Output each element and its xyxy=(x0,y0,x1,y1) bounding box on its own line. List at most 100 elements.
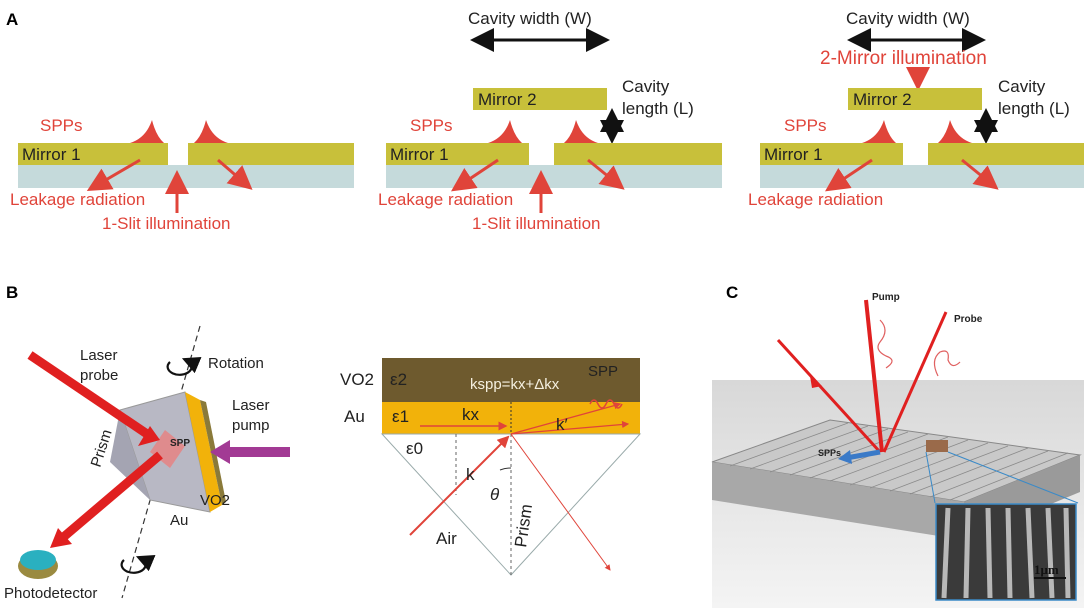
probe-beam-in-head xyxy=(138,426,160,446)
spp-arrow-head xyxy=(838,450,852,464)
panel-a-diagram-3: Cavity width (W) 2-Mirror illumination M… xyxy=(748,9,1084,209)
leakage-arrow-right xyxy=(961,158,999,190)
spp-field-left xyxy=(488,120,522,143)
scale-label: 1μm xyxy=(1034,562,1059,577)
pump-reflected-beam xyxy=(776,338,882,454)
zoom-line-left xyxy=(925,451,936,504)
vo2-layer xyxy=(382,358,640,402)
laser-probe-label-1: Laser xyxy=(80,347,118,364)
reflected-arrowhead xyxy=(810,376,822,388)
eps1-label: ε1 xyxy=(392,407,409,426)
vo2-label: VO2 xyxy=(200,492,230,509)
air-label: Air xyxy=(436,529,457,548)
panel-b-right-diagram: VO2 ε2 kspp=kx+Δkx SPP Au ε1 kx k′ ε0 k … xyxy=(340,358,642,576)
mirror-1-right xyxy=(554,143,722,165)
grating-lines xyxy=(729,422,1069,501)
kx-label: kx xyxy=(462,405,480,424)
probe-beam-out-head xyxy=(50,528,72,548)
pump-pulse xyxy=(877,319,893,369)
cavity-width-label: Cavity width (W) xyxy=(846,9,970,28)
kspp-label: kspp=kx+Δkx xyxy=(470,376,560,393)
zoom-line-right xyxy=(947,451,1079,504)
incident-k xyxy=(409,435,510,536)
theta-arc xyxy=(499,467,512,471)
panel-c-sample: 1μm Pump Probe SPPs xyxy=(711,292,1084,608)
leakage-arrow-left xyxy=(86,158,141,192)
laser-probe-label-2: probe xyxy=(80,367,118,384)
leakage-label: Leakage radiation xyxy=(10,190,145,209)
illumination-label: 1-Slit illumination xyxy=(102,214,231,233)
leakage-arrow-right xyxy=(217,158,253,190)
k-label: k xyxy=(466,465,475,484)
spp-arrow xyxy=(845,449,881,461)
pump-beam-head xyxy=(210,440,230,464)
mirror-1-left xyxy=(760,143,903,165)
spp-label: SPP xyxy=(170,438,190,449)
leakage-arrow-left xyxy=(451,158,499,192)
spp-field-right xyxy=(194,120,228,143)
mirror-2 xyxy=(473,88,607,110)
pump-label: Pump xyxy=(872,292,900,303)
length-label: length (L) xyxy=(998,99,1070,118)
sem-ridges xyxy=(941,507,1071,599)
mirror-1-label: Mirror 1 xyxy=(764,145,823,164)
pump-beam xyxy=(864,299,884,453)
probe-pulse xyxy=(933,350,961,377)
mirror-2-label: Mirror 2 xyxy=(853,90,912,109)
cavity-label: Cavity xyxy=(622,77,670,96)
eps2-label: ε2 xyxy=(390,370,407,389)
leakage-arrow-right xyxy=(587,158,625,190)
spp-field-left xyxy=(130,120,164,143)
kspp-arrow xyxy=(510,402,622,435)
panel-a-diagram-1: SPPs Mirror 1 Leakage radiation 1-Slit i… xyxy=(10,116,354,233)
leakage-arrow-left xyxy=(825,158,873,192)
length-label: length (L) xyxy=(622,99,694,118)
reflected-beam xyxy=(510,433,611,571)
probe-beam-in xyxy=(27,351,153,440)
spps-label: SPPs xyxy=(410,116,453,135)
rotation-arrow-top xyxy=(166,357,202,376)
laser-pump-label-2: pump xyxy=(232,417,270,434)
mirror-2 xyxy=(848,88,982,110)
substrate xyxy=(386,165,722,188)
spp-field-right xyxy=(938,120,972,143)
mirror-1-right xyxy=(188,143,354,165)
theta-label: θ xyxy=(490,485,500,504)
kprime-label: k′ xyxy=(556,415,568,434)
photodetector-label: Photodetector xyxy=(4,585,97,602)
mirror-1-left xyxy=(386,143,529,165)
panel-b-left-setup: Laser probe Rotation Laser pump Prism SP… xyxy=(4,325,290,602)
rotation-label: Rotation xyxy=(208,355,264,372)
probe-beam-out xyxy=(57,451,163,544)
zoom-region xyxy=(926,440,948,452)
au-label: Au xyxy=(170,512,188,529)
spps-label: SPPs xyxy=(784,116,827,135)
au-label: Au xyxy=(344,407,365,426)
mirror-illumination-label: 2-Mirror illumination xyxy=(820,48,987,69)
rotation-arrow-bottom xyxy=(120,555,156,574)
spp-field-right xyxy=(564,120,598,143)
probe-label: Probe xyxy=(954,314,983,325)
eps0-label: ε0 xyxy=(406,439,423,458)
laser-pump-label-1: Laser xyxy=(232,397,270,414)
substrate xyxy=(760,165,1084,188)
mirror-2-label: Mirror 2 xyxy=(478,90,537,109)
mirror-1-label: Mirror 1 xyxy=(390,145,449,164)
panel-a-diagram-2: Cavity width (W) Mirror 2 Cavity length … xyxy=(378,9,722,233)
mirror-1-right xyxy=(928,143,1084,165)
kprime-arrow xyxy=(510,420,630,435)
leakage-label: Leakage radiation xyxy=(378,190,513,209)
spps-label: SPPs xyxy=(40,116,83,135)
panel-b-letter: B xyxy=(6,283,18,302)
au-film xyxy=(185,392,222,512)
photodetector-face xyxy=(20,550,56,570)
mirror-1-label: Mirror 1 xyxy=(22,145,81,164)
cavity-width-label: Cavity width (W) xyxy=(468,9,592,28)
leakage-label: Leakage radiation xyxy=(748,190,883,209)
spp-label: SPP xyxy=(588,363,618,380)
illumination-label: 1-Slit illumination xyxy=(472,214,601,233)
vo2-label: VO2 xyxy=(340,370,374,389)
grating-front xyxy=(712,462,964,540)
spp-wave xyxy=(589,399,623,409)
